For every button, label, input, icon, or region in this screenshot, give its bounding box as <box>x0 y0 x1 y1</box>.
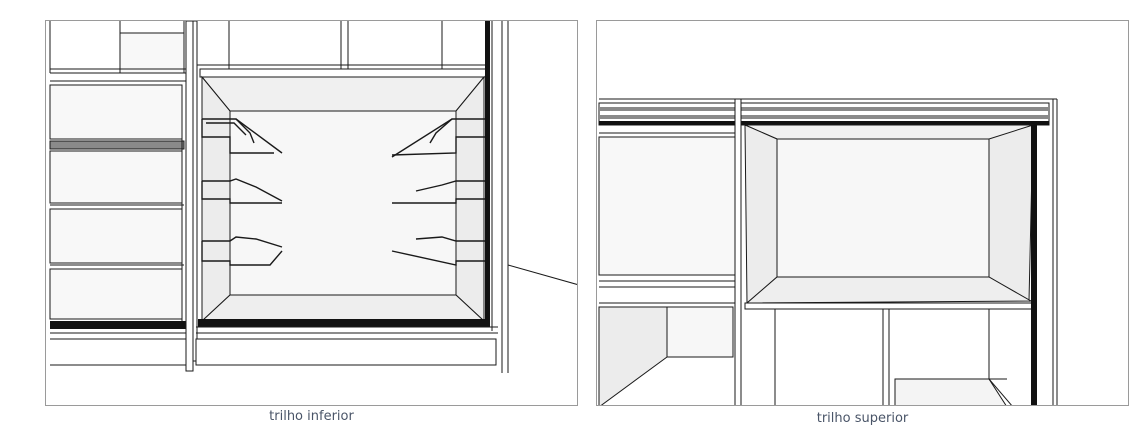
upper-compartments <box>197 21 486 71</box>
caption-trilho-superior: trilho superior <box>816 411 909 426</box>
door-stile-left <box>185 21 198 372</box>
lower-compartments <box>774 309 1012 405</box>
caption-trilho-inferior: trilho inferior <box>269 409 354 424</box>
top-rail <box>598 98 1058 405</box>
left-upper-cabinet <box>49 21 186 82</box>
central-box-upper <box>744 124 1034 310</box>
hooks-left <box>201 118 283 266</box>
figure-trilho-superior <box>596 20 1129 406</box>
drawing-trilho-inferior <box>46 21 577 405</box>
central-box <box>199 68 487 323</box>
dark-stile <box>1031 125 1037 405</box>
drawing-trilho-superior <box>597 21 1128 405</box>
middle-stile <box>734 98 742 405</box>
pointer-line <box>507 264 577 285</box>
bottom-rail-center <box>195 319 498 366</box>
door-stile-right <box>485 21 509 373</box>
left-drawers <box>49 84 185 321</box>
figure-trilho-inferior <box>45 20 578 406</box>
left-compartment <box>598 132 736 405</box>
bottom-rail-left <box>50 321 186 366</box>
